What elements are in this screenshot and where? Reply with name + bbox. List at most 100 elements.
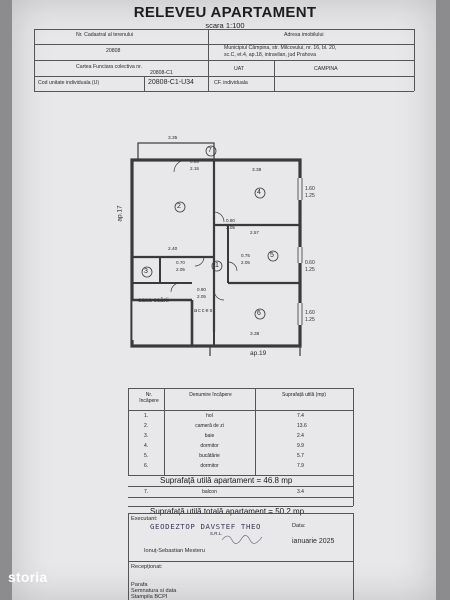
room-number: 3: [144, 268, 148, 275]
room-number-circle: [267, 250, 279, 262]
header-rule: [208, 29, 209, 91]
executant-label: Executant:: [131, 516, 158, 522]
cf-label: Cartea Funciara colectiva nr.: [76, 64, 143, 70]
dimension-label: 3.38: [250, 332, 260, 337]
dimension-label: 0.90: [197, 287, 206, 292]
table-rule: [128, 506, 353, 507]
col-header-area: Suprafață utilă (mp): [282, 392, 326, 398]
dimension-label: 0.85: [190, 159, 199, 164]
header-rule: [34, 44, 414, 45]
footer-rule: [128, 513, 353, 514]
door-arc: [227, 261, 238, 272]
stamp-label: Stampila BCPI: [131, 594, 168, 600]
uat-value: CAMPINA: [314, 66, 338, 72]
unit-code-value: 20808-C1-U34: [148, 79, 194, 86]
col-header-nr: Nr. încăpere: [139, 392, 159, 404]
door-arc: [194, 256, 205, 267]
date-label: Data:: [292, 523, 306, 529]
dimension-label: 2.57: [250, 230, 259, 235]
table-rule: [128, 486, 353, 487]
cf-individual-label: CF. individuala: [214, 80, 248, 86]
header-rule: [34, 60, 414, 61]
table-rule: [128, 475, 353, 476]
page-title: RELEVEU APARTAMENT: [133, 4, 317, 21]
address-line-2: sc.C, et.4, ap.18, intravilan, jud Praho…: [224, 52, 316, 58]
header-rule: [34, 76, 414, 77]
access-label: acces: [194, 308, 214, 314]
company-suffix: S.R.L.: [210, 531, 223, 536]
header-rule: [414, 29, 415, 91]
dimension-label: 1.25: [305, 267, 315, 273]
unit-code-label: Cod unitate individuala (U): [38, 80, 100, 86]
cadastral-value: 20808: [106, 48, 121, 54]
door-arc: [213, 211, 225, 223]
col-header-name: Denumire încăpere: [189, 392, 232, 398]
dimension-label: 1.25: [305, 193, 315, 199]
footer-rule: [128, 513, 129, 600]
room-number-circle: [141, 266, 153, 278]
room-number: 2: [177, 203, 181, 210]
dimension-label: 2.05: [197, 294, 206, 299]
date-value: ianuarie 2025: [292, 538, 335, 545]
table-rule: [255, 388, 256, 475]
room-number-circle: [205, 145, 217, 157]
room-number-circle: [254, 187, 266, 199]
header-table: Nr. Cadastral al terenului 20808 Cartea …: [34, 29, 415, 92]
dimension-label: 2.40: [168, 247, 178, 252]
signer-name: Ionuț-Sebastian Mesteru: [144, 548, 205, 554]
table-rule: [128, 410, 353, 411]
cf-value: 20808-C1: [150, 70, 173, 76]
neighbor-label-bottom: ap.19: [250, 350, 267, 357]
door-arc: [170, 282, 181, 293]
table-rule: [164, 388, 165, 475]
dimension-label: 0.60: [305, 260, 315, 266]
scale-label: scara 1:100: [205, 21, 245, 30]
header-rule: [34, 29, 414, 30]
uat-label: UAT: [234, 66, 244, 72]
parafa-label: Parafa: [131, 582, 148, 588]
room-number: 4: [257, 189, 261, 196]
address-label: Adresa imobilului: [284, 32, 324, 38]
dimension-label: 0.75: [241, 253, 250, 258]
footer-rule: [128, 561, 353, 562]
table-rule: [128, 497, 353, 498]
dimension-label: 2.05: [241, 260, 250, 265]
watermark-logo: storia: [8, 569, 48, 585]
footer-rule: [353, 513, 354, 600]
dimension-label: 3.38: [252, 168, 262, 173]
table-rule: [128, 388, 353, 389]
company-stamp: GEODEZTOP DAVSTEF THEO: [150, 522, 262, 531]
signature-date-label: Semnatura si data: [131, 588, 177, 594]
header-rule: [144, 76, 145, 91]
header-rule: [34, 29, 35, 91]
dimension-label: 1.60: [305, 186, 315, 192]
dimension-label: 2.15: [190, 166, 199, 171]
header-rule: [274, 60, 275, 91]
room-number-circle: [211, 260, 223, 272]
room-number-circle: [254, 308, 266, 320]
dimension-label: 0.80: [226, 218, 235, 223]
dimension-label: 3.35: [168, 136, 178, 141]
room-number-circle: [174, 201, 186, 213]
header-rule: [34, 91, 414, 92]
dimension-label: 2.05: [176, 267, 185, 272]
stairwell-label: casa scării: [138, 297, 169, 304]
door-arc: [173, 159, 187, 173]
room-number: 5: [270, 252, 274, 259]
table-rule: [353, 388, 354, 506]
grand-total: Suprafață utilă totală apartament = 50.2…: [150, 507, 305, 516]
room-number: 7: [208, 147, 212, 154]
dimension-label: 1.60: [305, 310, 315, 316]
table-rule: [128, 388, 129, 475]
dimension-label: 0.70: [176, 260, 185, 265]
receptionat-label: Recepționat:: [131, 564, 163, 570]
room-number: 1: [215, 262, 219, 269]
address-line-1: Municipiul Câmpina, str. Milcovului, nr.…: [224, 45, 337, 51]
dimension-label: 1.25: [305, 317, 315, 323]
room-number: 6: [257, 310, 261, 317]
cadastral-label: Nr. Cadastral al terenului: [76, 32, 134, 38]
dimension-label: 2.05: [226, 225, 235, 230]
door-arc: [213, 289, 225, 301]
